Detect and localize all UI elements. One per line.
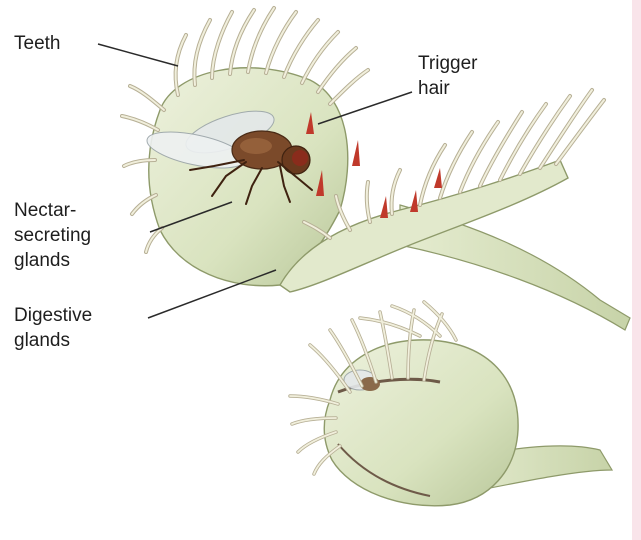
teeth-leader-line (98, 44, 178, 66)
trigger-hair-4 (380, 196, 388, 218)
label-nectar-line-1: Nectar- (14, 198, 91, 223)
trigger-hair-6 (434, 168, 442, 188)
label-teeth: Teeth (14, 31, 60, 56)
label-digestive-line-1: Digestive (14, 303, 92, 328)
trigger-hair-2 (352, 140, 360, 166)
label-nectar-secreting-glands: Nectar- secreting glands (14, 198, 91, 273)
trigger-hair-5 (410, 190, 418, 212)
label-nectar-line-2: secreting (14, 223, 91, 248)
label-digestive-line-2: glands (14, 328, 92, 353)
digestive-glands-leader-line (148, 270, 276, 318)
label-digestive-glands: Digestive glands (14, 303, 92, 353)
label-trigger-hair-line-1: Trigger (418, 51, 477, 76)
label-teeth-line-1: Teeth (14, 31, 60, 56)
closed-trap (324, 340, 518, 506)
label-trigger-hair-line-2: hair (418, 76, 477, 101)
right-edge-strip (632, 0, 641, 540)
label-nectar-line-3: glands (14, 248, 91, 273)
label-trigger-hair: Trigger hair (418, 51, 477, 101)
